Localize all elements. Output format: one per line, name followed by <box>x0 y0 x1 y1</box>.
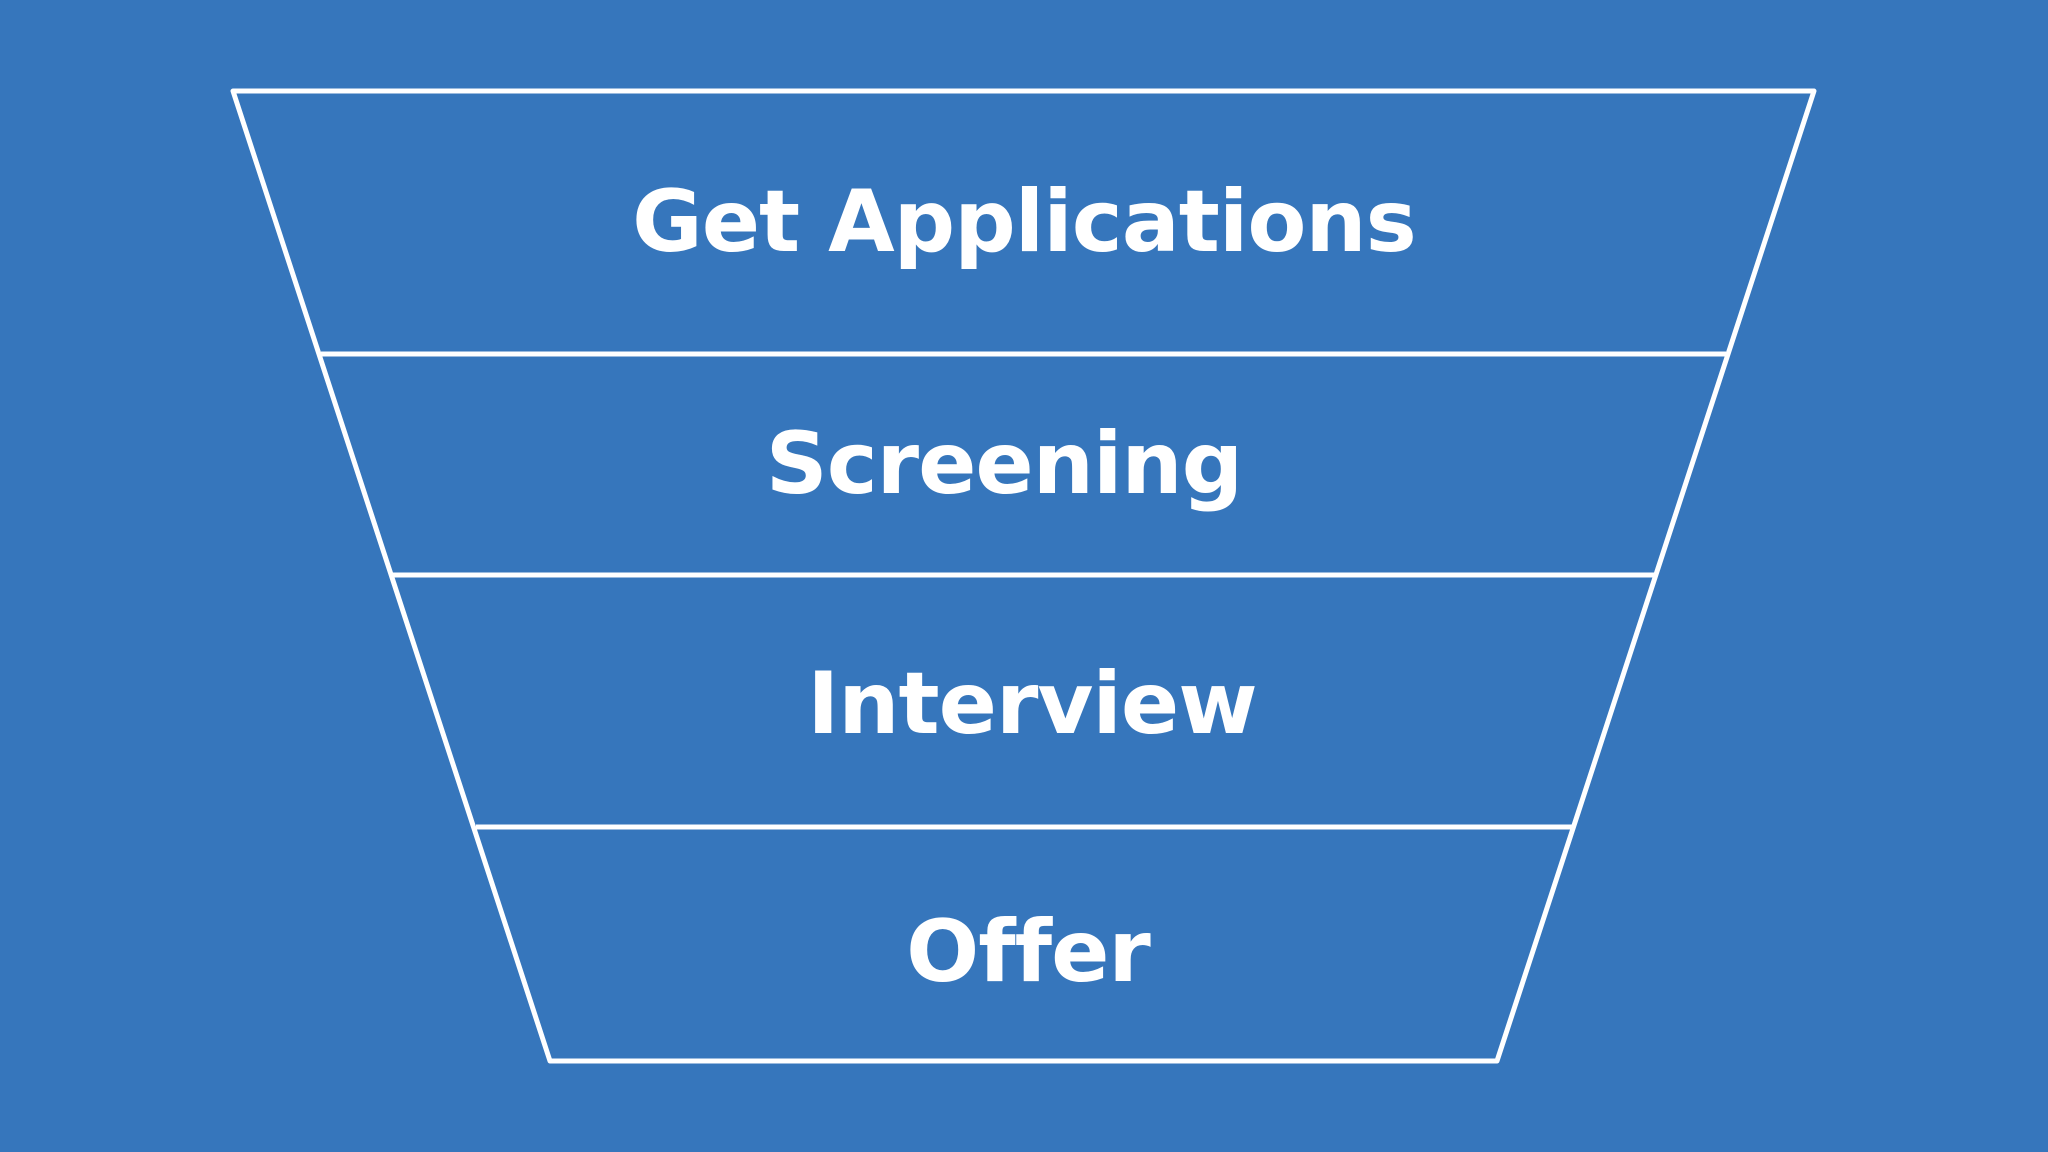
stage-label-screening: Screening <box>765 414 1243 514</box>
stage-label-interview: Interview <box>807 654 1257 754</box>
stage-label-offer: Offer <box>906 902 1151 1002</box>
funnel-outline <box>230 88 1817 1064</box>
stage-label-get-applications: Get Applications <box>632 172 1417 272</box>
